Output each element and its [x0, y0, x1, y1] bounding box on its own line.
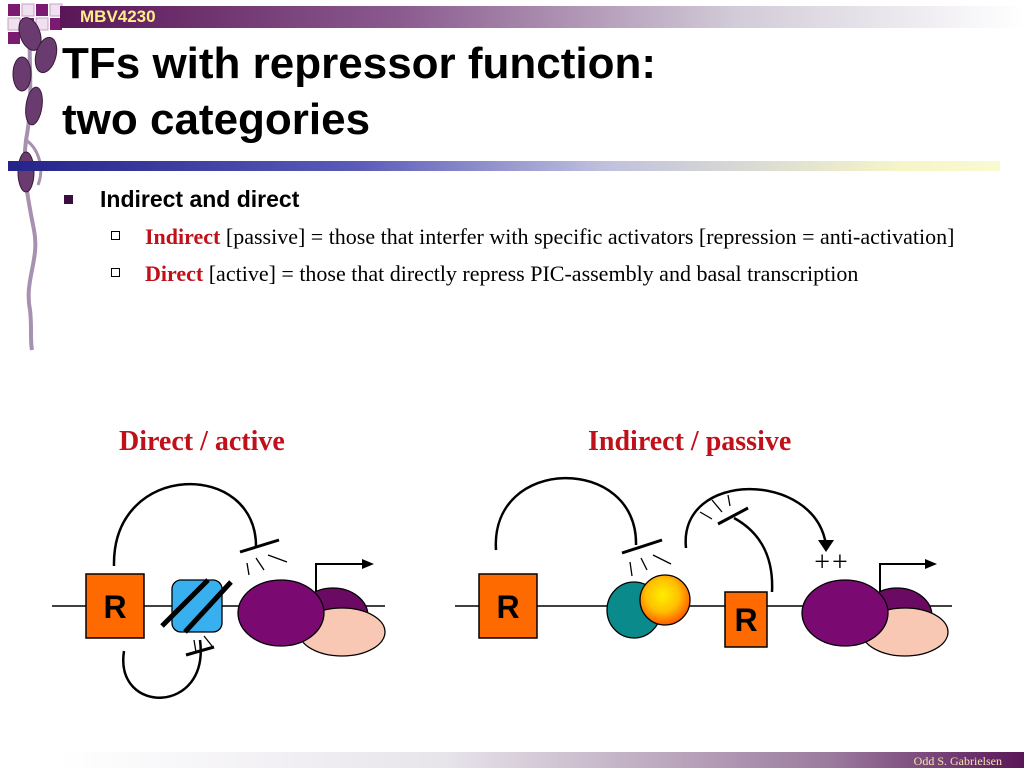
block-bar-top-right	[621, 538, 663, 555]
square-bullet-icon	[64, 195, 73, 204]
footer-bar	[60, 752, 1024, 768]
dash-marks-top-left	[246, 554, 288, 576]
term-indirect: Indirect	[145, 224, 221, 249]
dash-marks-bottom-left	[193, 635, 213, 653]
term-direct: Direct	[145, 261, 204, 286]
bullet-list: Indirect and direct Indirect [passive] =…	[62, 184, 962, 288]
block-bar-activation	[717, 506, 749, 526]
general-factor-blue	[171, 579, 223, 633]
vine-decoration	[7, 3, 63, 351]
label-indirect-passive: Indirect / passive	[588, 426, 792, 457]
arrow-arc-top-right	[494, 476, 638, 551]
repressor-box-right-1	[478, 573, 538, 639]
course-code: MBV4230	[80, 7, 156, 26]
pol2-purple-right	[801, 579, 889, 647]
plus-signs-label: ++	[814, 547, 850, 578]
tss-arrow-left	[315, 563, 362, 591]
sub-bullet-indirect: Indirect [passive] = those that interfer…	[108, 222, 962, 251]
repressor-label-left: R	[103, 589, 126, 625]
header-bar	[60, 6, 1024, 28]
slash-line-2	[183, 580, 233, 634]
slide-title: TFs with repressor function: two categor…	[62, 36, 656, 148]
indirect-description: [passive] = those that interfer with spe…	[220, 224, 955, 249]
tss-arrow-right	[879, 563, 925, 591]
title-divider	[8, 161, 1000, 171]
dash-marks-top-right	[629, 554, 672, 577]
repressor-arc-right	[733, 516, 774, 593]
activation-arc-right	[684, 487, 828, 549]
footer-author: Odd S. Gabrielsen	[913, 754, 1002, 768]
title-line-1: TFs with repressor function:	[62, 39, 657, 88]
block-bar-bottom-left	[185, 645, 215, 657]
repressor-box-left	[85, 573, 145, 639]
dash-marks-activation	[699, 494, 731, 520]
coactivator-yellow	[639, 574, 691, 626]
hollow-square-bullet-icon	[111, 268, 120, 277]
arrow-arc-top-left	[112, 482, 258, 567]
hollow-square-bullet-icon	[111, 231, 120, 240]
repressor-box-right-2	[724, 591, 768, 648]
activation-arrowhead	[818, 540, 834, 552]
title-line-2: two categories	[62, 95, 371, 144]
repressor-label-right-2: R	[734, 602, 757, 638]
tss-arrowhead-left	[362, 559, 374, 569]
bullet-main-text: Indirect and direct	[100, 186, 300, 212]
pol2-purple-left	[237, 579, 325, 647]
arrow-arc-bottom-left	[122, 639, 202, 699]
block-bar-top-left	[239, 538, 280, 554]
tss-arrowhead-right	[925, 559, 937, 569]
bullet-main: Indirect and direct	[62, 184, 962, 214]
sub-bullet-direct: Direct [active] = those that directly re…	[108, 259, 962, 288]
slash-line-1	[160, 578, 210, 628]
repressor-label-right-1: R	[496, 589, 519, 625]
label-direct-active: Direct / active	[119, 426, 285, 457]
direct-description: [active] = those that directly repress P…	[203, 261, 859, 286]
